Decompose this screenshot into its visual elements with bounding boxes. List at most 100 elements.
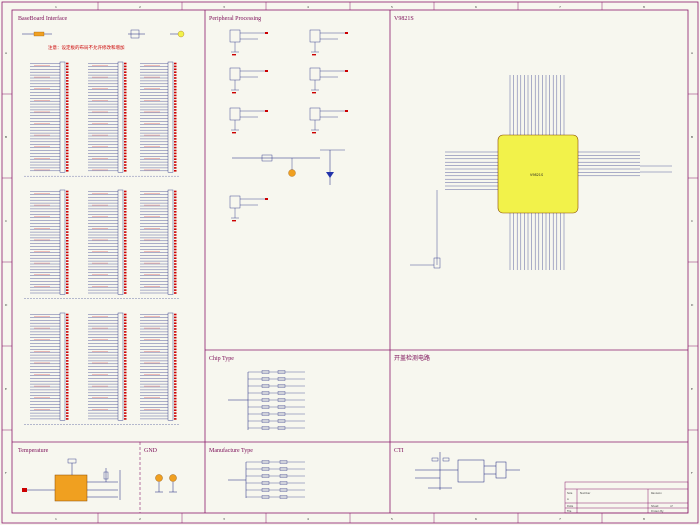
connector-pin xyxy=(174,377,177,380)
peripheral-pin xyxy=(265,32,268,34)
connector-pin xyxy=(66,77,69,79)
connector-pin xyxy=(174,280,177,283)
connector-block xyxy=(140,312,177,421)
zone-top-5: 5 xyxy=(391,5,393,9)
connector-pin xyxy=(174,91,177,94)
section-title-ct: CTI xyxy=(394,448,404,454)
section-title-temperature: Temperature xyxy=(18,448,49,454)
zone-right-a: A xyxy=(691,51,694,55)
connector-pin xyxy=(124,377,127,380)
connector-pin xyxy=(66,257,69,259)
connector-pin xyxy=(174,77,177,79)
connector-pin xyxy=(66,74,69,76)
connector-pin xyxy=(124,190,127,193)
peripheral-pin xyxy=(232,220,236,222)
connector-pin xyxy=(174,190,177,193)
connector-pin xyxy=(66,164,69,166)
connector-pin xyxy=(124,213,127,216)
connector-pin xyxy=(124,68,127,71)
connector-pin xyxy=(174,106,177,108)
connector-pin xyxy=(174,397,177,400)
connector-pin xyxy=(66,126,69,129)
baseboard-top-parts xyxy=(22,29,185,39)
connector-pin xyxy=(66,106,69,108)
peripheral-part xyxy=(229,67,241,81)
connector-pin xyxy=(174,266,177,268)
connector-pin xyxy=(124,292,127,294)
manufacturer-resistor xyxy=(279,467,288,471)
connector-pin xyxy=(174,345,177,348)
connector-pin xyxy=(174,313,177,316)
chip-type-resistor xyxy=(277,405,286,409)
led-part xyxy=(177,30,185,38)
connector-pin xyxy=(124,211,127,213)
section-title-peripheral: Peripheral Processing xyxy=(209,16,261,22)
connector-block xyxy=(140,189,177,295)
connector-pin xyxy=(174,319,177,322)
connector-pin xyxy=(124,286,127,288)
connector-pin xyxy=(66,374,69,377)
connector-pin xyxy=(124,193,127,196)
zone-right-d: D xyxy=(691,303,694,307)
zone-right-e: E xyxy=(691,387,693,391)
connector-pin xyxy=(66,336,69,339)
connector-pin xyxy=(174,392,177,394)
chip-type-resistor xyxy=(261,398,270,402)
connector-pin xyxy=(174,213,177,216)
connector-pin xyxy=(124,97,127,100)
gnd-testpoint-1 xyxy=(155,474,163,482)
connector-pin xyxy=(124,216,127,219)
peripheral-pin xyxy=(312,54,316,56)
connector-pin xyxy=(124,141,127,143)
connector-pin xyxy=(174,80,177,82)
peripheral-block xyxy=(229,29,268,56)
connector-pin xyxy=(66,211,69,213)
connector-pin xyxy=(174,208,177,210)
connector-pin xyxy=(124,240,127,242)
connector-pin xyxy=(124,77,127,79)
ic-aux-part xyxy=(433,257,441,269)
connector-pin xyxy=(174,380,177,382)
connector-pin xyxy=(66,313,69,316)
peripheral-pin xyxy=(265,70,268,72)
connector-pin xyxy=(174,103,177,105)
peripheral-pin xyxy=(265,198,268,200)
connector-pin xyxy=(174,371,177,374)
chip-type-resistor xyxy=(277,398,286,402)
connector-pin xyxy=(174,260,177,262)
connector-pin xyxy=(124,91,127,94)
connector-pin xyxy=(174,412,177,414)
gnd-circuit xyxy=(155,474,177,493)
connector-pin xyxy=(66,418,69,420)
connector-pin xyxy=(174,202,177,204)
connector-pin xyxy=(124,257,127,259)
connector-pin xyxy=(174,237,177,239)
connector-pin xyxy=(66,263,69,265)
connector-pin xyxy=(174,251,177,254)
connector-pin xyxy=(124,199,127,201)
connector-pin xyxy=(66,397,69,400)
connector-pin xyxy=(174,120,177,123)
ct-ic xyxy=(457,459,485,483)
baseboard-note: 注意：设定板的布局不允许修改和增加 xyxy=(48,44,125,51)
connector-pin xyxy=(174,328,177,330)
connector-pin xyxy=(124,266,127,268)
connector-pin xyxy=(66,114,69,117)
manufacturer-resistor xyxy=(261,467,270,471)
connector-pin xyxy=(66,383,69,385)
peripheral-circuits xyxy=(229,29,348,222)
connector-pin xyxy=(66,342,69,345)
connector-pin xyxy=(124,228,127,230)
chip-type-resistor xyxy=(277,384,286,388)
connector-pin xyxy=(66,100,69,102)
connector-pin xyxy=(124,132,127,134)
connector-pin xyxy=(66,260,69,262)
ct-circuit xyxy=(415,452,520,490)
connector-pin xyxy=(174,164,177,166)
zone-left-b: B xyxy=(5,135,7,139)
connector-pin xyxy=(174,146,177,149)
connector-block xyxy=(88,189,127,295)
connector-pin xyxy=(66,386,69,388)
